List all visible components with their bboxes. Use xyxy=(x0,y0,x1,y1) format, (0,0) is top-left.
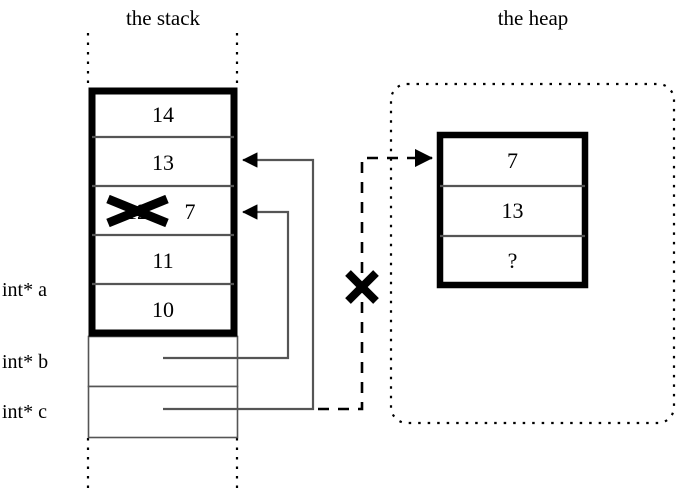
variable-label-b: int* b xyxy=(2,351,49,373)
heap-region-outline xyxy=(389,82,676,425)
stale-heap-pointer-arrow xyxy=(318,148,434,411)
stack-cell-value-2-struck: 12 xyxy=(126,199,148,224)
heap-cell-value-0: 7 xyxy=(507,148,518,173)
stack-title: the stack xyxy=(125,6,201,30)
heap-block-frame xyxy=(436,131,589,289)
stack-cell-value-4: 10 xyxy=(152,297,174,322)
pointer-b-arrow xyxy=(163,204,290,360)
stack-cell-value-1: 13 xyxy=(152,150,174,175)
stack-cell-value-3: 11 xyxy=(152,248,174,273)
heap-cell-value-2: ? xyxy=(507,248,518,273)
heap-cell-value-1: 13 xyxy=(501,198,524,223)
stack-frame xyxy=(88,87,238,337)
stack-cell-value-0: 14 xyxy=(152,102,174,127)
stack-row-c-box xyxy=(87,385,239,439)
stack-row-b-box xyxy=(87,335,239,388)
stack-cell-value-2-replacement: 7 xyxy=(184,199,196,224)
variable-label-a: int* a xyxy=(2,279,47,301)
heap-title: the heap xyxy=(497,6,569,30)
x-mark-heap-pointer-icon xyxy=(345,270,379,304)
pointer-c-arrow xyxy=(163,152,315,411)
variable-label-c: int* c xyxy=(2,401,47,423)
x-mark-stack-value-icon xyxy=(106,194,169,228)
